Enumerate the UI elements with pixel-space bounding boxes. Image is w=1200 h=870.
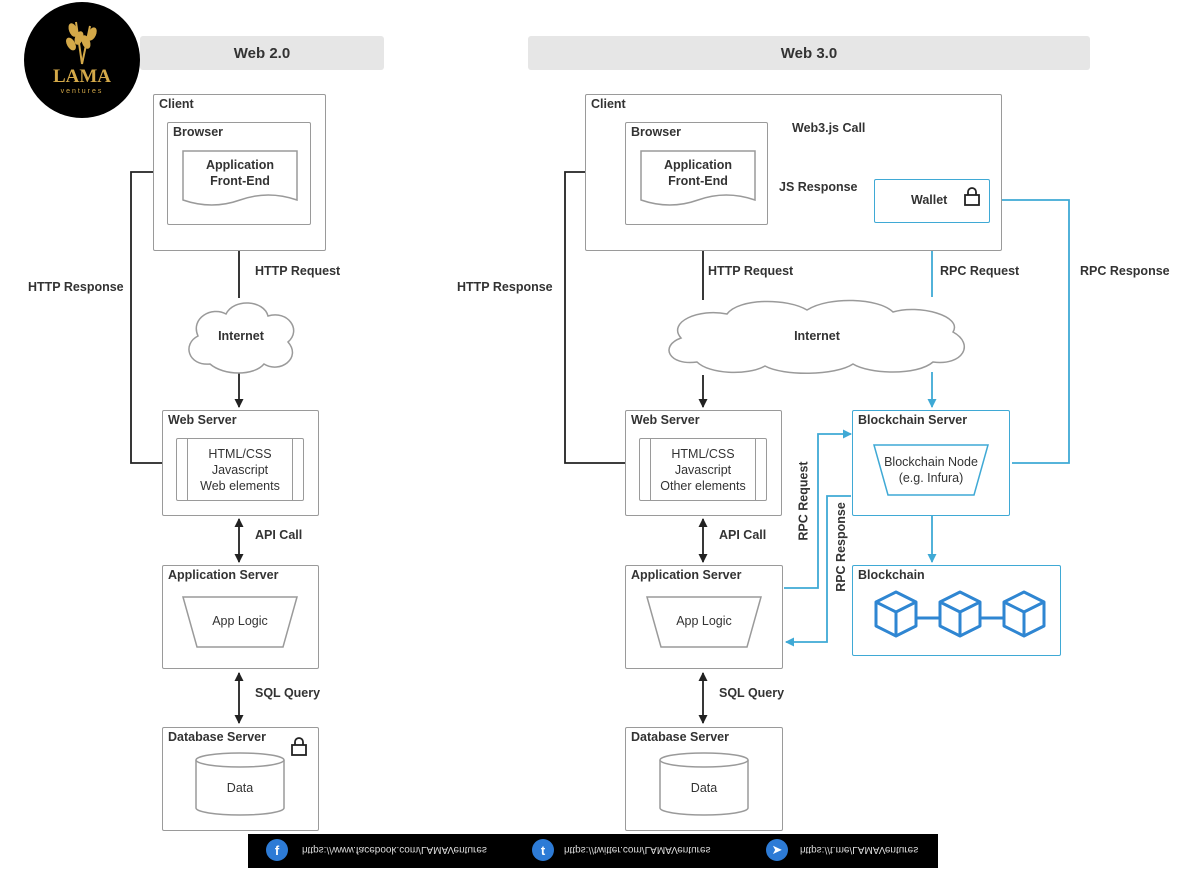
web3-wallet-box: Wallet [874, 179, 990, 223]
blockchain-cubes-icon [874, 590, 1046, 638]
web2-browser-label: Browser [173, 125, 224, 139]
web2-frontend-label: Application Front-End [205, 158, 275, 188]
web3-js-response-label: JS Response [779, 180, 858, 194]
web3-internet-cloud [668, 299, 966, 374]
web2-frontend-shape [182, 150, 298, 206]
web2-app-logic-label: App Logic [212, 614, 268, 628]
web3-rpc-response-vertical-label: RPC Response [833, 502, 848, 592]
web2-sql-query-label: SQL Query [255, 686, 321, 700]
web3-title: Web 3.0 [528, 36, 1090, 70]
facebook-link[interactable]: https://www.facebook.com/LAMAVentures [302, 844, 487, 855]
twitter-link[interactable]: https://twitter.com/LAMAVentures [564, 844, 711, 855]
web2-db-server-label: Database Server [168, 730, 266, 744]
telegram-link[interactable]: https://t.me/LAMAVentures [800, 844, 919, 855]
web3-client-label: Client [591, 97, 626, 111]
web3-data-label: Data [690, 781, 718, 795]
web3-web-server-label: Web Server [631, 413, 700, 427]
web2-web-content-rail-left [187, 439, 188, 500]
web3-rpc-request-label: RPC Request [940, 264, 1020, 278]
wallet-lock-icon [964, 187, 980, 206]
web2-app-logic-shape [182, 596, 298, 648]
web2-web-content-label: HTML/CSS Javascript Web elements [200, 447, 280, 493]
logo-name: LAMA [52, 66, 112, 87]
web2-api-call-label: API Call [255, 528, 303, 542]
web2-client-label: Client [159, 97, 194, 111]
web3-http-request-label: HTTP Request [708, 264, 794, 278]
web3-sql-query-label: SQL Query [719, 686, 785, 700]
logo-subtitle: ventures [60, 88, 104, 95]
web3-web-content-rail-right [755, 439, 756, 500]
web3-http-response-label: HTTP Response [457, 280, 553, 294]
web2-data-label: Data [226, 781, 254, 795]
web2-app-server-label: Application Server [168, 568, 279, 582]
web3-app-logic-shape [646, 596, 762, 648]
web3-web-content-box [639, 438, 767, 501]
web3-api-call-label: API Call [719, 528, 767, 542]
telegram-icon[interactable]: ➤ [766, 839, 788, 861]
web3-app-logic-label: App Logic [676, 614, 732, 628]
lama-logo: LAMA ventures [24, 2, 140, 118]
web3-web3js-call-label: Web3.js Call [792, 121, 866, 135]
web3-app-server-box: Application Server [625, 565, 783, 669]
footer-bar: f https://www.facebook.com/LAMAVentures … [248, 834, 938, 868]
web3-internet-label: Internet [794, 329, 840, 343]
web2-web-content-box [176, 438, 304, 501]
web3-wallet-label: Wallet [911, 193, 948, 207]
wheat-icon [66, 21, 97, 65]
web3-web-content-rail-left [650, 439, 651, 500]
web3-blockchain-server-label: Blockchain Server [858, 413, 968, 427]
web2-title: Web 2.0 [140, 36, 384, 70]
web2-web-content-rail-right [292, 439, 293, 500]
web3-app-server-label: Application Server [631, 568, 742, 582]
web3-blockchain-node-label: Blockchain Node (e.g. Infura) [884, 455, 978, 485]
web2-web-server-label: Web Server [168, 413, 237, 427]
web3-frontend-shape [640, 150, 756, 206]
twitter-icon[interactable]: t [532, 839, 554, 861]
web2-lock-icon [291, 737, 307, 756]
web3-web-content-label: HTML/CSS Javascript Other elements [660, 447, 746, 493]
web3-blockchain-label: Blockchain [858, 568, 925, 582]
web3-blockchain-node-shape [873, 444, 989, 496]
web3-rpc-response-label: RPC Response [1080, 264, 1170, 278]
web2-http-request-label: HTTP Request [255, 264, 341, 278]
web3-browser-label: Browser [631, 125, 682, 139]
web3-db-server-label: Database Server [631, 730, 729, 744]
facebook-icon[interactable]: f [266, 839, 288, 861]
web2-database-icon [195, 752, 285, 816]
web3-rpc-request-vertical-label: RPC Request [796, 461, 811, 541]
web2-http-response-label: HTTP Response [28, 280, 124, 294]
web3-blockchain-box: Blockchain [852, 565, 1061, 656]
web3-database-icon [659, 752, 749, 816]
web2-internet-cloud [188, 302, 295, 374]
web2-internet-label: Internet [218, 329, 264, 343]
web3-frontend-label: Application Front-End [663, 158, 733, 188]
